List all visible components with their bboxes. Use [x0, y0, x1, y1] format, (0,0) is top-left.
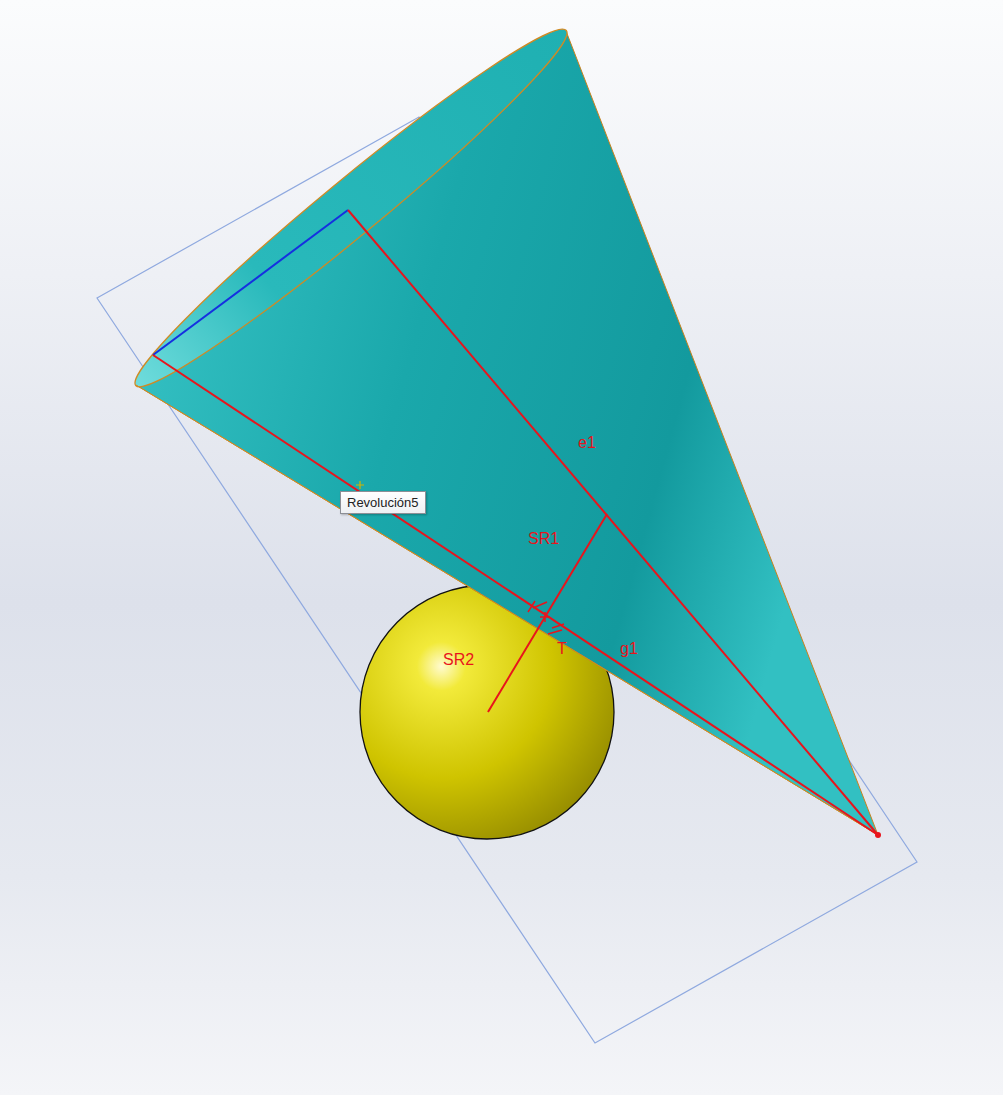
dimension-label: e1: [578, 434, 596, 452]
dimension-label: T: [557, 640, 567, 658]
origin-marker: [356, 481, 364, 489]
generatrix-line: [153, 355, 878, 835]
radius-line: [488, 617, 545, 712]
point-symbol: [540, 612, 550, 622]
constraint-symbol: [528, 601, 547, 612]
cone-rim: [118, 9, 584, 407]
vertex-point: [875, 832, 881, 838]
sketch-line: [153, 210, 348, 355]
dimension-label: SR2: [443, 651, 474, 669]
cone-silhouette: [136, 385, 878, 835]
dimension-label: SR1: [528, 530, 559, 548]
axis-line: [348, 210, 878, 835]
radius-line: [545, 514, 607, 617]
tooltip-box: Revolución5: [340, 491, 426, 514]
feature-name: Revolución5: [347, 495, 419, 510]
dimension-label: g1: [620, 640, 638, 658]
constraint-symbol: [548, 624, 564, 634]
cone-body: [136, 31, 878, 835]
